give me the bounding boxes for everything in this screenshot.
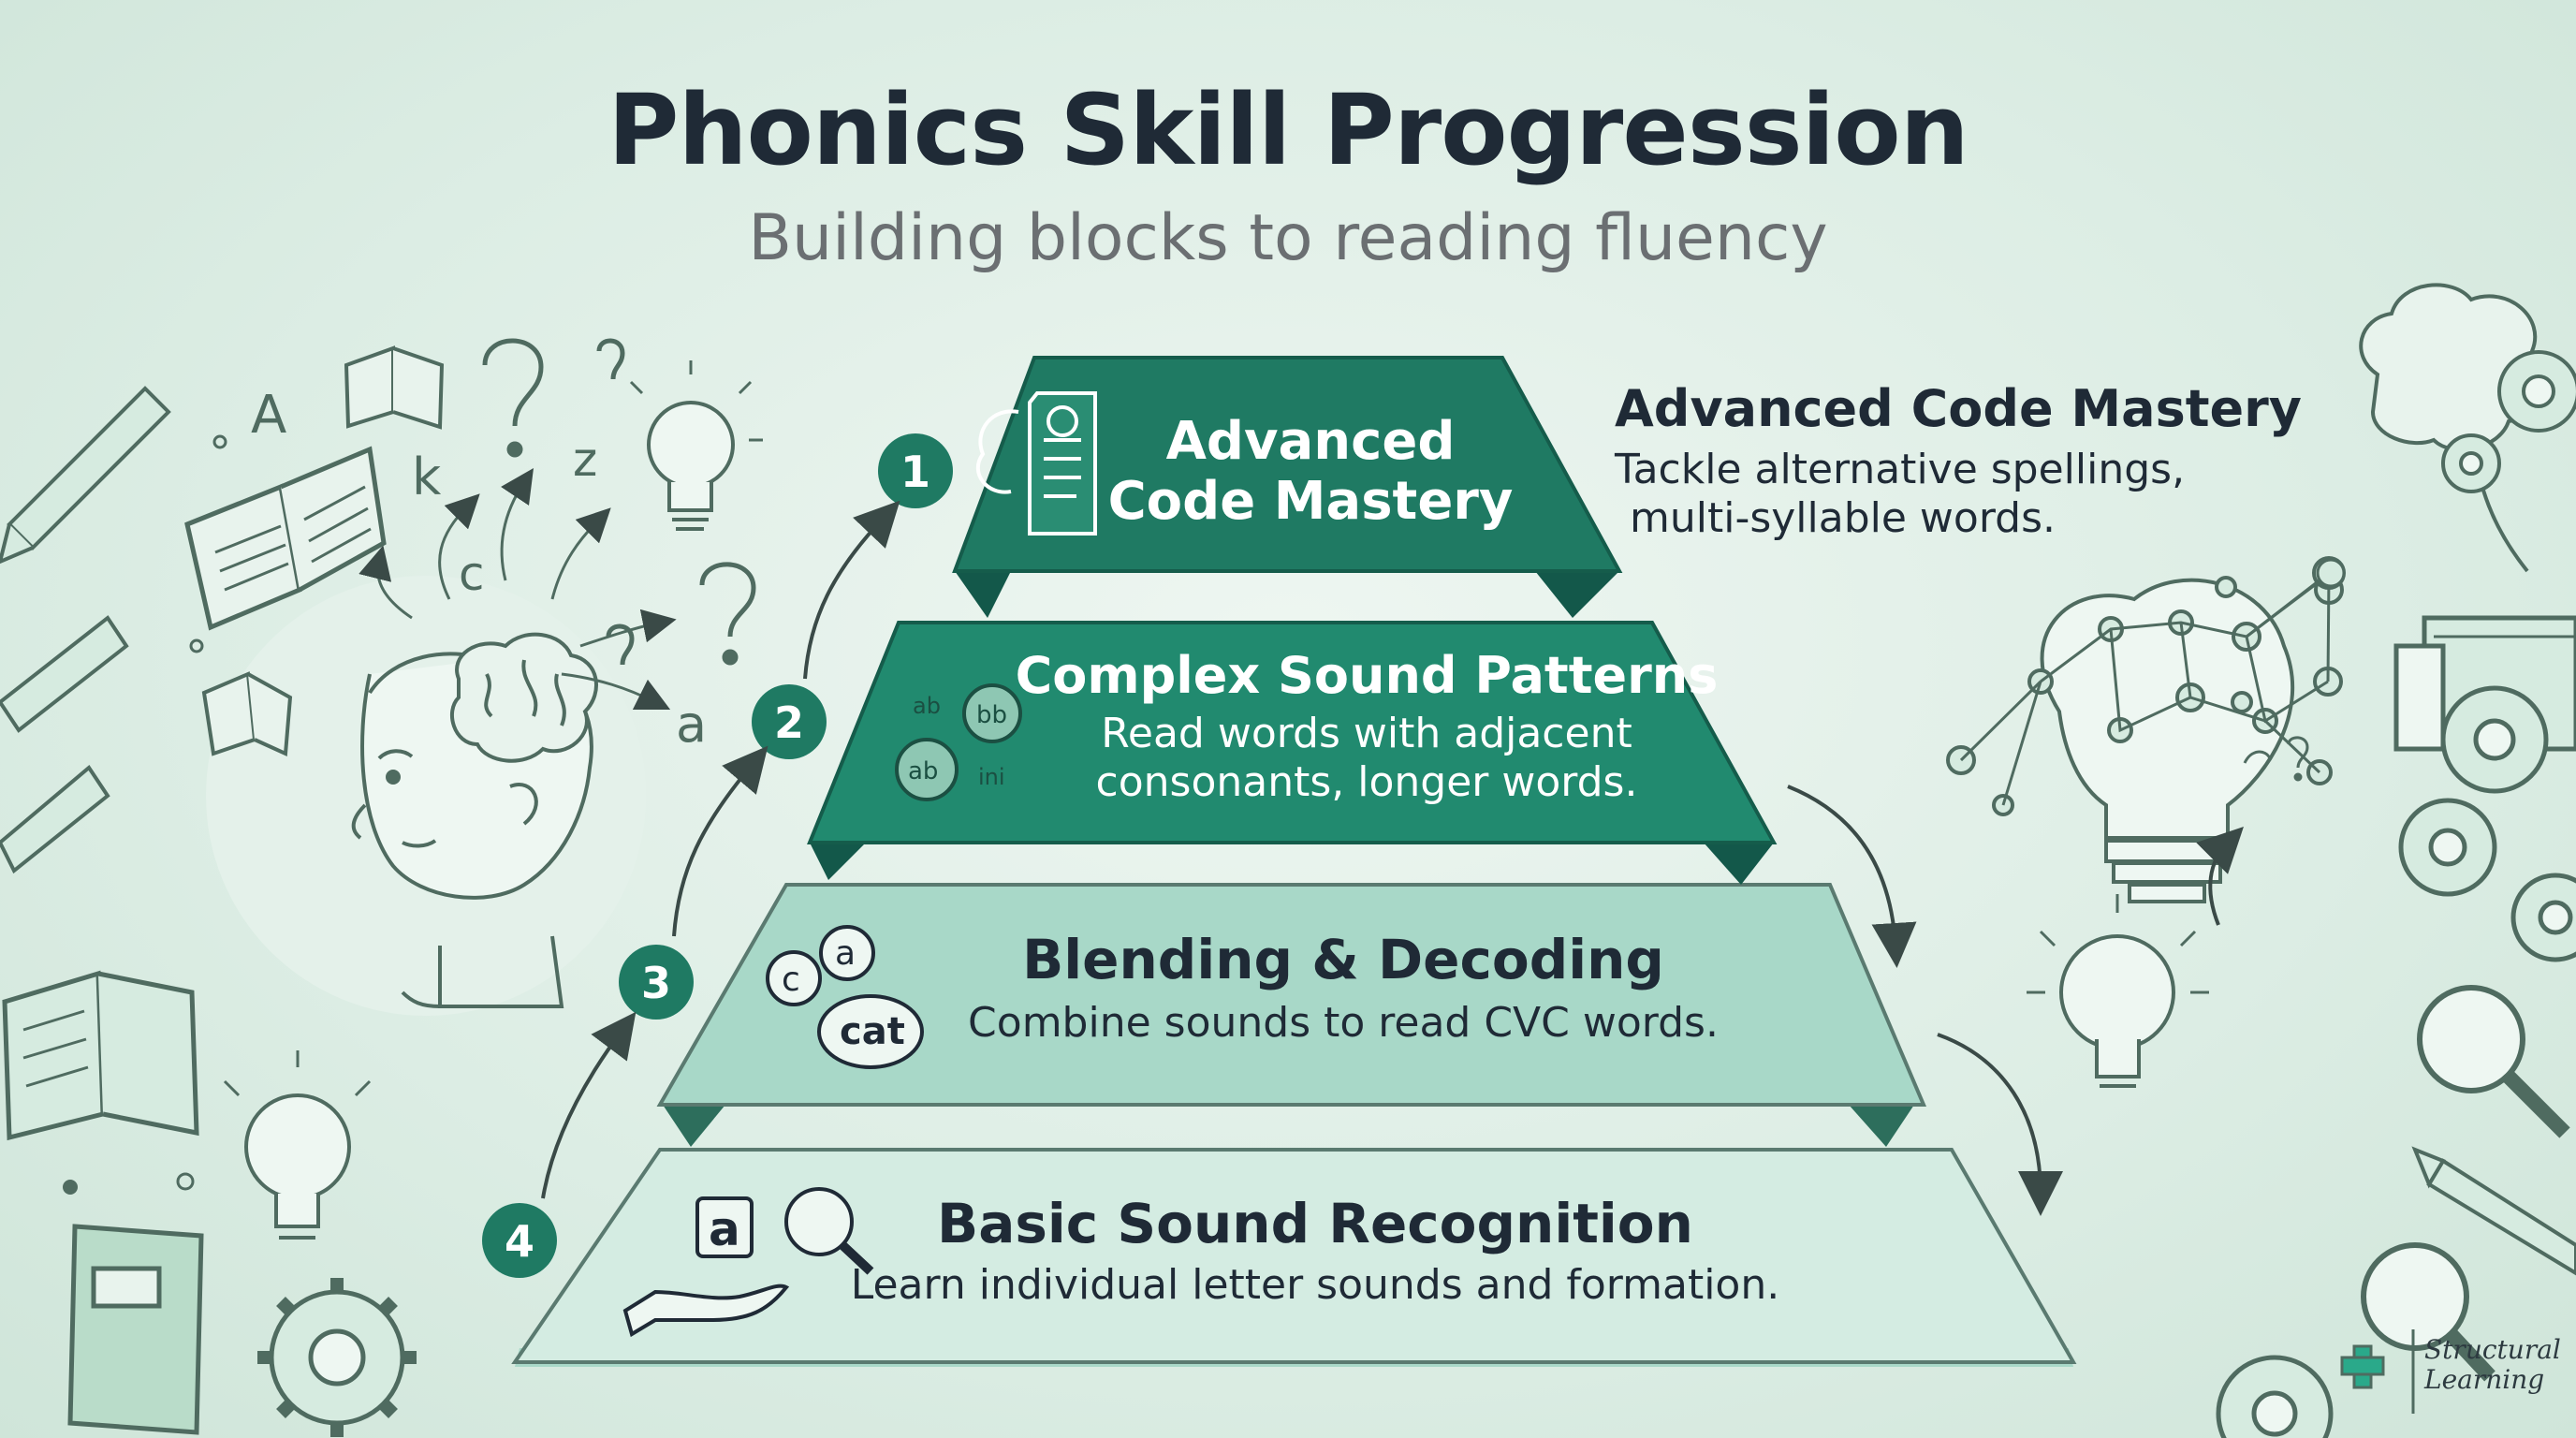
- step-3-number: 3: [641, 958, 671, 1008]
- level-4-title: Basic Sound Recognition: [937, 1192, 1693, 1255]
- level-2-title: Complex Sound Patterns: [1015, 646, 1719, 705]
- open-book-icon: [184, 446, 387, 631]
- step-circles: [482, 433, 953, 1278]
- pattern-ab-label-2: ab: [913, 693, 941, 719]
- level-3-title: Blending & Decoding: [1022, 928, 1664, 991]
- level-2-text: Complex Sound Patterns Read words with a…: [1011, 646, 1722, 807]
- letter-a-label: a: [709, 1202, 740, 1256]
- logo-line1: Structural: [2424, 1334, 2561, 1365]
- level-3-desc: Combine sounds to read CVC words.: [968, 999, 1719, 1047]
- lightbulb-icon-2: [223, 1050, 372, 1240]
- pencil-icon: [0, 386, 171, 874]
- small-book-icon-2: [201, 671, 293, 756]
- open-book-icon-2: [2, 970, 199, 1141]
- level-2-block: [807, 621, 1778, 844]
- logo-line2: Learning: [2424, 1364, 2545, 1395]
- side-note: Advanced Code Mastery Tackle alternative…: [1615, 379, 2326, 543]
- logo-text-block: Structural Learning: [2345, 1318, 2561, 1421]
- level-3-fold-right: [1849, 1105, 1914, 1147]
- float-letter-k: k: [412, 448, 442, 506]
- lightbulb-icon: [629, 360, 763, 531]
- level-1-title: Advanced Code Mastery: [1105, 412, 1516, 532]
- pattern-ini-label: ini: [978, 764, 1005, 790]
- level-4-text: Basic Sound Recognition Learn individual…: [824, 1191, 1807, 1311]
- level-1-title-line1: Advanced: [1165, 411, 1456, 472]
- level-4-desc: Learn individual letter sounds and forma…: [850, 1261, 1780, 1309]
- float-letter-A: A: [251, 385, 286, 446]
- blend-a-label: a: [835, 934, 856, 973]
- level-3-block: [656, 883, 1927, 1107]
- step-4-badge: [482, 1203, 557, 1278]
- level-2-desc-line2: consonants, longer words.: [1095, 758, 1638, 806]
- progress-arrows: [541, 500, 2244, 1216]
- level-2-fold-left: [810, 843, 866, 880]
- brain-gear-icon: [2359, 283, 2576, 573]
- magnifier-icon-right: [2361, 985, 2570, 1382]
- step-1-badge: [878, 433, 953, 508]
- side-note-title: Advanced Code Mastery: [1615, 379, 2303, 438]
- float-letter-c: c: [459, 547, 485, 601]
- floating-symbols-left: A k z c a: [251, 385, 707, 754]
- thought-arrows-left: [359, 468, 677, 711]
- blend-word-label: cat: [840, 1010, 905, 1053]
- blend-c-label: c: [782, 961, 800, 999]
- side-note-line2: multi-syllable words.: [1630, 494, 2056, 542]
- level-1-block: [952, 356, 1623, 573]
- side-note-line1: Tackle alternative spellings,: [1615, 446, 2186, 493]
- level-1-fold-left: [955, 571, 1011, 618]
- letter-magnifier-hand-icon: a: [622, 1187, 874, 1338]
- side-note-desc: Tackle alternative spellings, multi-syll…: [1615, 446, 2326, 543]
- small-book-icon: [344, 345, 445, 430]
- float-letter-z: z: [573, 433, 597, 487]
- level-2-fold-right: [1704, 843, 1774, 885]
- float-letter-a: a: [676, 695, 707, 754]
- gear-icon-bottom-right: [2216, 1355, 2334, 1438]
- question-marks-left: [482, 338, 756, 666]
- level-1-title-line2: Code Mastery: [1107, 471, 1514, 532]
- pencil-icon-right: [2411, 1146, 2576, 1276]
- structural-learning-logo: [2340, 1329, 2415, 1414]
- network-top-right: [2246, 558, 2346, 638]
- level-2-desc-line1: Read words with adjacent: [1101, 710, 1632, 757]
- step-3-badge: [619, 945, 694, 1020]
- step-2-badge: [752, 684, 827, 759]
- speech-bubbles-icon: c a cat: [766, 925, 924, 1069]
- step-1-number: 1: [900, 447, 930, 497]
- level-3-text: Blending & Decoding Combine sounds to re…: [931, 927, 1755, 1049]
- lightbulb-icon-right: [2027, 894, 2209, 1088]
- level-3-fold-left: [663, 1105, 725, 1147]
- child-thinking-illustration: [206, 576, 646, 1016]
- sound-patterns-gears-icon: bb ab ab ini: [895, 683, 1022, 801]
- closed-book-icon: [67, 1224, 204, 1435]
- step-4-number: 4: [505, 1216, 534, 1267]
- step-numbers: 1 2 3 4: [505, 447, 930, 1267]
- level-4-block: [511, 1148, 2077, 1367]
- gear-icon-left: [257, 1278, 417, 1437]
- pattern-bb-label: bb: [976, 701, 1007, 729]
- page-subtitle: Building blocks to reading fluency: [748, 201, 1828, 275]
- question-marks-right: [2243, 736, 2309, 782]
- level-1-fold-right: [1535, 571, 1619, 618]
- pattern-ab-label: ab: [908, 757, 938, 785]
- page-title: Phonics Skill Progression: [607, 73, 1969, 187]
- step-2-number: 2: [774, 697, 804, 748]
- decor-dots-left: [63, 434, 227, 1195]
- certificate-brain-icon: [975, 391, 1097, 536]
- gear-icon-right: [2398, 685, 2576, 962]
